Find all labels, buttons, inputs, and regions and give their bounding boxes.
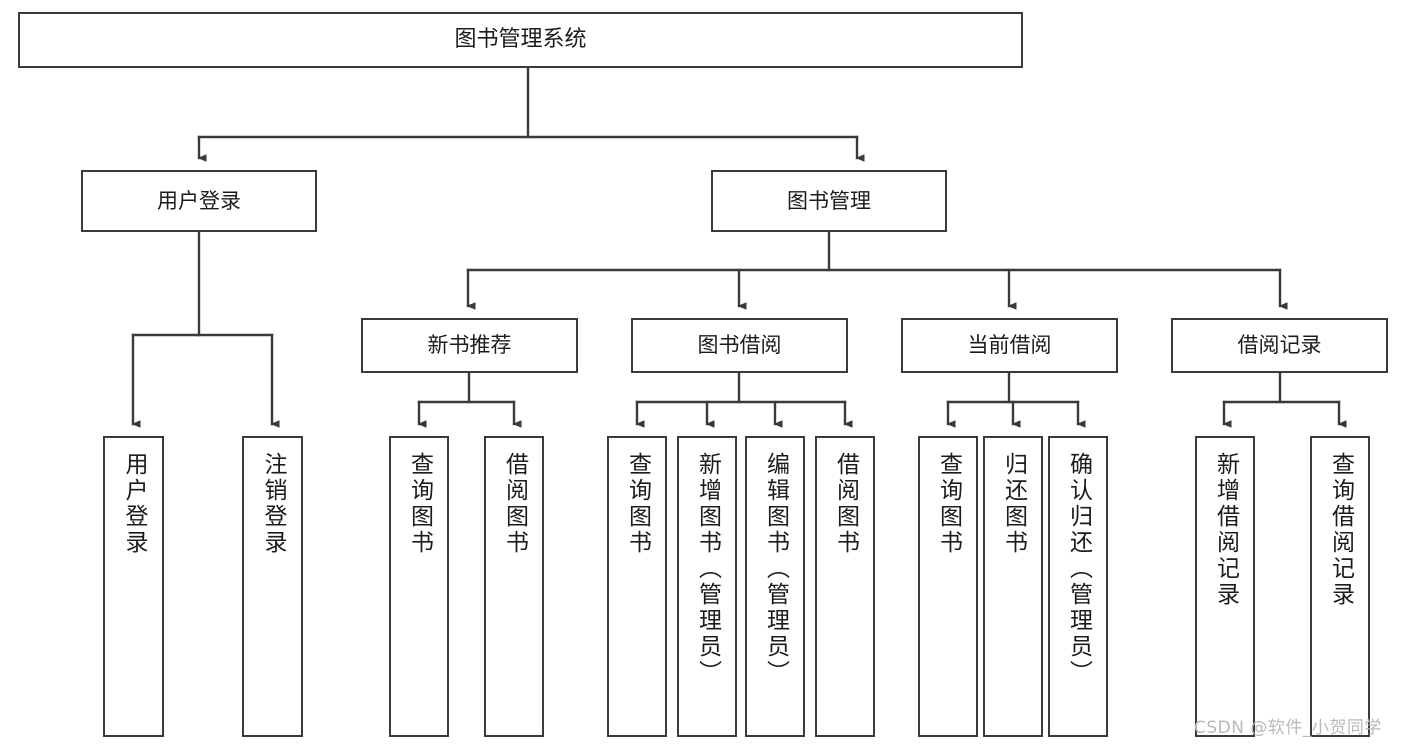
- leaf-user-login[interactable]: 用户登录: [103, 436, 164, 737]
- leaf-borrow-book-2[interactable]: 借阅图书: [815, 436, 875, 737]
- node-book-management-label: 图书管理: [787, 188, 871, 213]
- leaf-query-book-3-label: 查询图书: [935, 452, 962, 556]
- node-borrow-record-label: 借阅记录: [1237, 333, 1322, 358]
- leaf-return-book-label: 归还图书: [1000, 452, 1027, 556]
- leaf-edit-book-label: 编辑图书（管理员）: [762, 452, 789, 686]
- leaf-edit-book[interactable]: 编辑图书（管理员）: [745, 436, 805, 737]
- leaf-query-book-1-label: 查询图书: [406, 452, 433, 556]
- node-book-management[interactable]: 图书管理: [711, 170, 947, 232]
- leaf-borrow-book-1[interactable]: 借阅图书: [484, 436, 544, 737]
- leaf-add-record-label: 新增借阅记录: [1212, 452, 1239, 608]
- leaf-query-book-1[interactable]: 查询图书: [389, 436, 449, 737]
- node-new-book-recommend[interactable]: 新书推荐: [361, 318, 578, 373]
- node-current-borrow[interactable]: 当前借阅: [901, 318, 1118, 373]
- leaf-query-record[interactable]: 查询借阅记录: [1310, 436, 1370, 737]
- leaf-borrow-book-2-label: 借阅图书: [832, 452, 859, 556]
- leaf-logout[interactable]: 注销登录: [242, 436, 303, 737]
- leaf-logout-label: 注销登录: [260, 452, 286, 556]
- node-book-borrow-label: 图书借阅: [697, 333, 782, 358]
- node-user-login-label: 用户登录: [157, 188, 241, 213]
- node-book-borrow[interactable]: 图书借阅: [631, 318, 848, 373]
- node-new-book-recommend-label: 新书推荐: [427, 333, 512, 358]
- leaf-query-book-2[interactable]: 查询图书: [607, 436, 667, 737]
- leaf-return-book[interactable]: 归还图书: [983, 436, 1043, 737]
- leaf-confirm-return[interactable]: 确认归还（管理员）: [1048, 436, 1108, 737]
- leaf-query-record-label: 查询借阅记录: [1327, 452, 1354, 608]
- node-root-label: 图书管理系统: [454, 27, 587, 53]
- leaf-add-book-label: 新增图书（管理员）: [694, 452, 721, 686]
- leaf-query-book-2-label: 查询图书: [624, 452, 651, 556]
- leaf-user-login-label: 用户登录: [121, 452, 147, 556]
- node-root[interactable]: 图书管理系统: [18, 12, 1023, 68]
- csdn-watermark: CSDN @软件_小贺同学: [1194, 718, 1382, 738]
- leaf-add-book[interactable]: 新增图书（管理员）: [677, 436, 737, 737]
- leaf-query-book-3[interactable]: 查询图书: [918, 436, 978, 737]
- leaf-borrow-book-1-label: 借阅图书: [501, 452, 528, 556]
- node-current-borrow-label: 当前借阅: [967, 333, 1052, 358]
- leaf-add-record[interactable]: 新增借阅记录: [1195, 436, 1255, 737]
- node-borrow-record[interactable]: 借阅记录: [1171, 318, 1388, 373]
- leaf-confirm-return-label: 确认归还（管理员）: [1065, 452, 1092, 686]
- node-user-login[interactable]: 用户登录: [81, 170, 317, 232]
